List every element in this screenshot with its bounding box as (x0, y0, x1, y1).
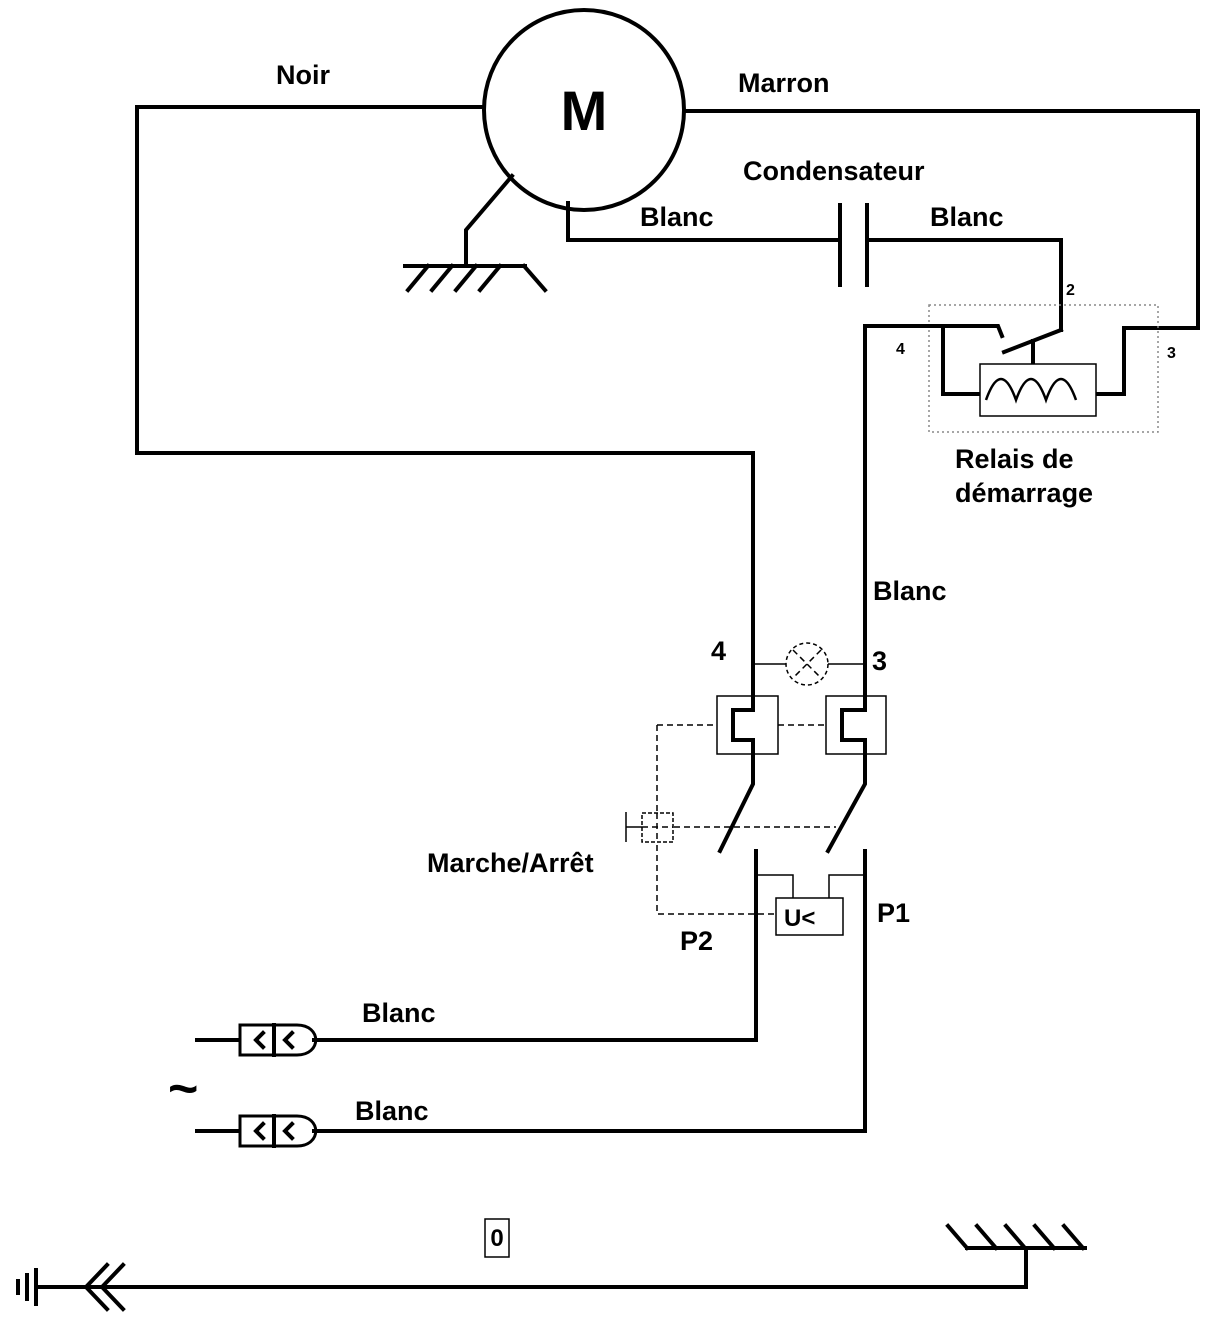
undervoltage-coil (775, 897, 844, 936)
label-blanc-cap-left: Blanc (640, 202, 714, 232)
undervoltage-label: U< (784, 905, 815, 932)
ac-symbol: ~ (168, 1060, 198, 1118)
relay-terminal-4: 4 (896, 341, 905, 358)
switch-terminal-4: 4 (711, 636, 726, 666)
capacitor-symbol (838, 203, 869, 287)
switch-p2: P2 (680, 926, 713, 956)
start-relay (863, 304, 1159, 457)
relay-terminal-3: 3 (1167, 345, 1176, 362)
switch-label: Marche/Arrêt (427, 848, 594, 878)
label-noir: Noir (276, 60, 330, 90)
relay-label-line1: Relais de (955, 444, 1074, 474)
motor: M (482, 8, 686, 212)
label-blanc-cap-right: Blanc (930, 202, 1004, 232)
label-blanc-supply-top: Blanc (362, 998, 436, 1028)
protective-earth (16, 1223, 1087, 1312)
label-blanc-relay: Blanc (873, 576, 947, 606)
relay-terminal-2: 2 (1066, 282, 1075, 299)
supply-connector-bottom (195, 1114, 867, 1148)
wire-noir (135, 105, 755, 698)
wire-blanc-cap-left (566, 201, 842, 242)
coil-icon (984, 378, 1078, 404)
label-blanc-supply-bottom: Blanc (355, 1096, 429, 1126)
relay-coil (979, 363, 1097, 417)
capacitor-label: Condensateur (743, 156, 925, 186)
label-marron: Marron (738, 68, 830, 98)
zero-box (484, 1218, 510, 1258)
zero-label: 0 (490, 1225, 503, 1252)
motor-symbol: M (561, 79, 608, 142)
wire-blanc-cap-right (865, 238, 1063, 332)
motor-ground-symbol (403, 173, 548, 293)
supply-connector-top (195, 1023, 758, 1057)
on-off-switch (625, 642, 887, 1133)
relay-label-line2: démarrage (955, 478, 1093, 508)
switch-terminal-3: 3 (872, 646, 887, 676)
indicator-lamp-icon (785, 642, 829, 686)
wire-marron (682, 109, 1200, 396)
switch-p1: P1 (877, 898, 910, 928)
